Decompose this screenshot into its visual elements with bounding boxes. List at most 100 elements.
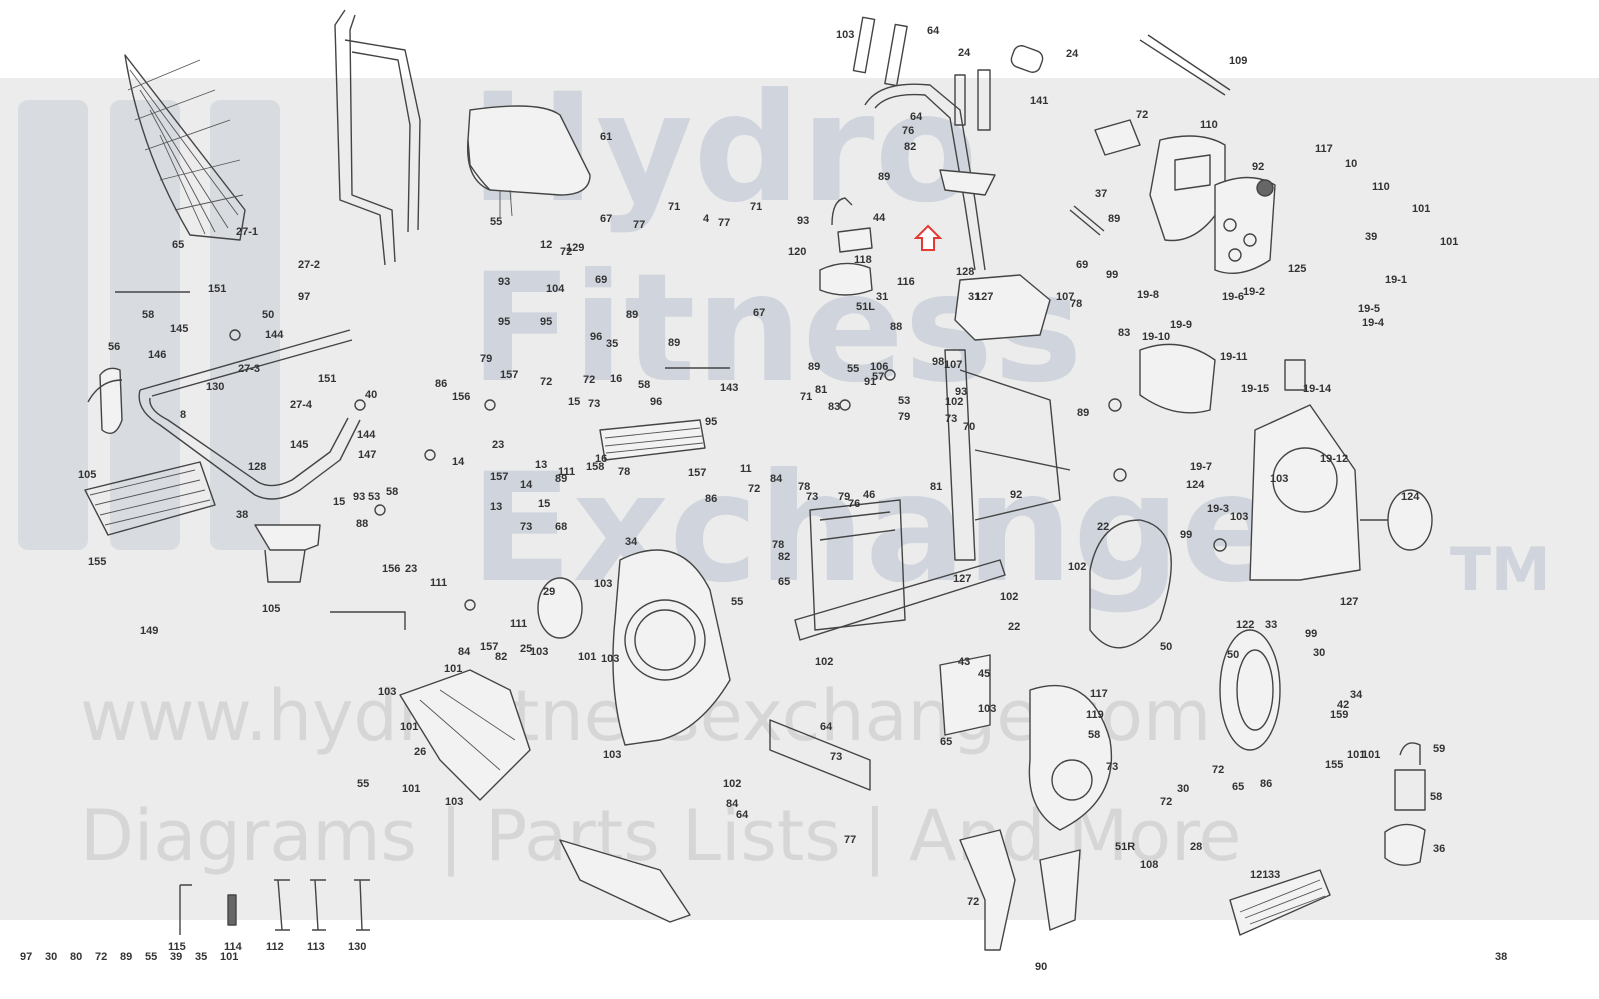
callout-label: 101 xyxy=(220,951,238,963)
callout-label: 13 xyxy=(490,501,502,513)
callout-label: 103 xyxy=(1270,473,1288,485)
spring-119 xyxy=(1394,769,1426,811)
callout-label: 103 xyxy=(836,29,854,41)
callout-label: 27-2 xyxy=(298,259,320,271)
callout-label: 65 xyxy=(940,736,952,748)
callout-label: 19-8 xyxy=(1137,289,1159,301)
callout-label: 11 xyxy=(740,463,752,475)
watermark-logo-bar-left xyxy=(18,100,88,550)
callout-label: 4 xyxy=(703,213,710,225)
callout-label: 67 xyxy=(753,307,765,319)
callout-label: 145 xyxy=(170,323,188,335)
callout-label: 12 xyxy=(540,239,552,251)
callout-label: 124 xyxy=(1186,479,1205,491)
callout-label: 27-4 xyxy=(290,399,313,411)
callout-label: 55 xyxy=(490,216,502,228)
callout-label: 13 xyxy=(535,459,547,471)
callout-label: 155 xyxy=(88,556,106,568)
callout-label: 69 xyxy=(1076,259,1088,271)
callout-label: 101 xyxy=(402,783,420,795)
callout-label: 81 xyxy=(815,384,827,396)
callout-label: 124 xyxy=(1401,491,1420,503)
tool-112-icon xyxy=(274,879,290,931)
tool-114-icon xyxy=(227,894,237,926)
callout-label: 99 xyxy=(1305,628,1317,640)
callout-label: 157 xyxy=(480,641,498,653)
callout-label: 105 xyxy=(78,469,96,481)
callout-label: 8 xyxy=(180,409,186,421)
callout-label: 39 xyxy=(170,951,182,963)
tool-label: 114 xyxy=(224,941,243,953)
grip-tube-64-left xyxy=(852,16,876,74)
callout-label: 159 xyxy=(1330,709,1348,721)
tool-label: 113 xyxy=(307,941,325,953)
callout-label: 104 xyxy=(546,283,565,295)
callout-label: 103 xyxy=(601,653,619,665)
grip-tube-24-right xyxy=(954,74,966,126)
callout-label: 147 xyxy=(358,449,376,461)
callout-label: 19-6 xyxy=(1222,291,1244,303)
callout-label: 127 xyxy=(953,573,971,585)
callout-label: 55 xyxy=(145,951,157,963)
callout-label: 27-1 xyxy=(236,226,258,238)
callout-label: 157 xyxy=(500,369,518,381)
callout-label: 76 xyxy=(848,498,860,510)
callout-label: 101 xyxy=(400,721,418,733)
callout-label: 65 xyxy=(1232,781,1244,793)
callout-label: 72 xyxy=(1136,109,1148,121)
callout-label: 56 xyxy=(108,341,120,353)
console-strip-19-9 xyxy=(1069,205,1105,236)
callout-label: 111 xyxy=(558,466,575,478)
callout-label: 15 xyxy=(568,396,580,408)
callout-label: 102 xyxy=(815,656,833,668)
callout-label: 71 xyxy=(800,391,812,403)
callout-label: 127 xyxy=(1340,596,1358,608)
lower-stand-left xyxy=(399,669,531,801)
callout-label: 84 xyxy=(770,473,783,485)
callout-label: 89 xyxy=(878,171,890,183)
callout-label: 72 xyxy=(560,246,572,258)
callout-label: 157 xyxy=(688,467,706,479)
callout-label: 116 xyxy=(897,276,915,288)
callout-label: 70 xyxy=(963,421,975,433)
callout-label: 69 xyxy=(595,274,607,286)
callout-label: 45 xyxy=(978,668,990,680)
callout-label: 93 xyxy=(353,491,365,503)
callout-label: 146 xyxy=(148,349,166,361)
callout-label: 103 xyxy=(1230,511,1248,523)
callout-label: 42 xyxy=(1337,699,1349,711)
callout-label: 23 xyxy=(405,563,417,575)
tool-label: 130 xyxy=(348,941,366,953)
callout-label: 156 xyxy=(452,391,470,403)
callout-label: 82 xyxy=(495,651,507,663)
callout-label: 19-15 xyxy=(1241,383,1269,395)
callout-label: 101 xyxy=(1347,749,1365,761)
arrow-up-icon[interactable] xyxy=(913,224,943,251)
callout-label: 96 xyxy=(650,396,662,408)
callout-label: 26 xyxy=(414,746,426,758)
callout-label: 35 xyxy=(195,951,207,963)
watermark-brand-line3: Exchange xyxy=(470,442,1282,616)
callout-label: 19-14 xyxy=(1303,383,1332,395)
callout-label: 30 xyxy=(1177,783,1189,795)
highlight-marker[interactable] xyxy=(913,224,943,251)
callout-label: 64 xyxy=(820,721,833,733)
seat-cup-116 xyxy=(819,262,873,296)
callout-label: 109 xyxy=(1229,55,1247,67)
cup-117 xyxy=(1384,823,1426,866)
callout-label: 73 xyxy=(945,413,957,425)
parts xyxy=(84,9,1433,951)
callout-label: 151 xyxy=(208,283,226,295)
callout-label: 105 xyxy=(262,603,280,615)
callout-label: 86 xyxy=(1260,778,1272,790)
callout-label: 55 xyxy=(357,778,369,790)
bolts xyxy=(229,329,1227,611)
callout-label: 46 xyxy=(863,489,875,501)
spring-122 xyxy=(1284,359,1306,391)
callout-label: 34 xyxy=(625,536,638,548)
callout-label: 95 xyxy=(540,316,552,328)
callout-label: 151 xyxy=(318,373,336,385)
tool-label: 112 xyxy=(266,941,284,953)
callout-label: 89 xyxy=(668,337,680,349)
